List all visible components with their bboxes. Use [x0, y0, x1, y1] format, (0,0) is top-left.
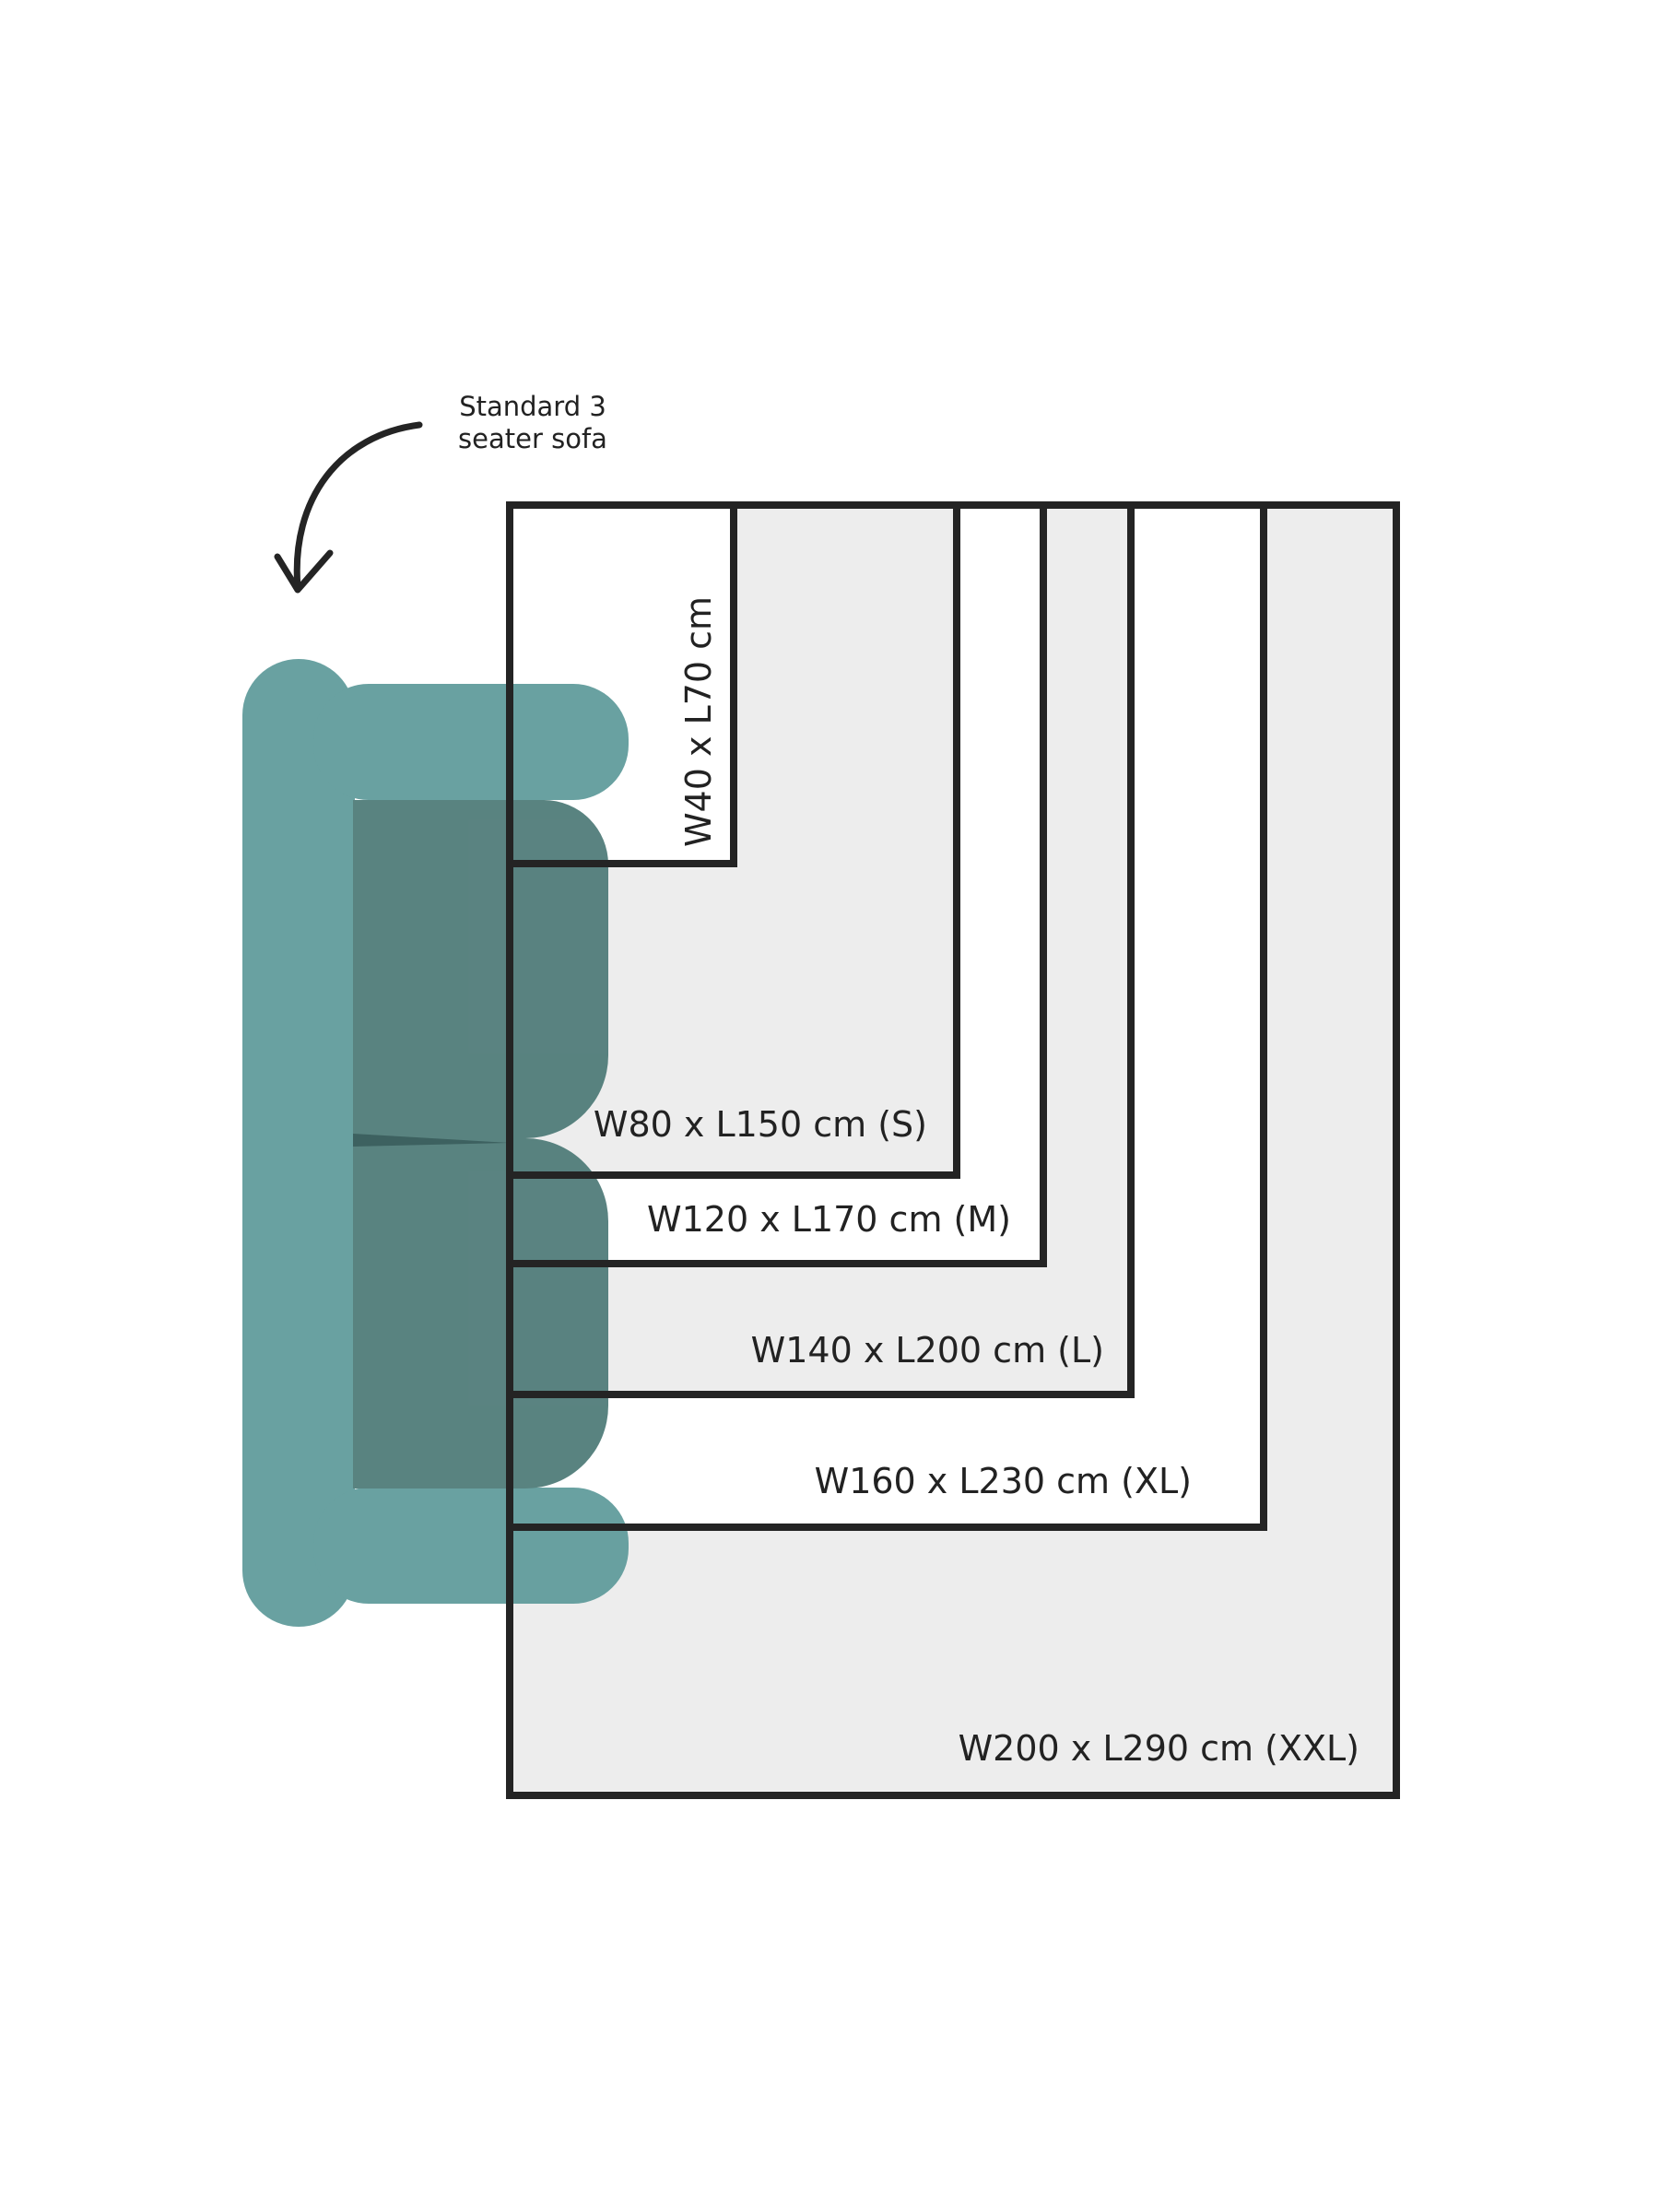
- sofa-cushion-top: [353, 800, 608, 1138]
- sofa-armrest-top: [313, 684, 629, 800]
- sofa-cushion-seam: [353, 1134, 510, 1147]
- rug-label-xs: W40 x L70 cm: [678, 596, 719, 847]
- sofa-armrest-bottom: [313, 1488, 629, 1604]
- annotation-line-2: seater sofa: [458, 423, 607, 454]
- rug-outlines: [506, 501, 1400, 1799]
- rug-label-l: W140 x L200 cm (L): [751, 1330, 1104, 1371]
- rug-label-m: W120 x L170 cm (M): [647, 1199, 1011, 1240]
- sofa: [242, 659, 629, 1627]
- rug-label-s: W80 x L150 cm (S): [594, 1104, 927, 1145]
- sofa-backrest: [242, 659, 355, 1627]
- rug-label-xl: W160 x L230 cm (XL): [815, 1461, 1192, 1501]
- annotation-line-1: Standard 3: [459, 391, 606, 422]
- curved-arrow-icon: [274, 421, 423, 594]
- rug-label-xxl: W200 x L290 cm (XXL): [959, 1728, 1359, 1769]
- rug-outline-overlay: [506, 505, 1264, 1795]
- sofa-cushion-bottom: [353, 1138, 608, 1488]
